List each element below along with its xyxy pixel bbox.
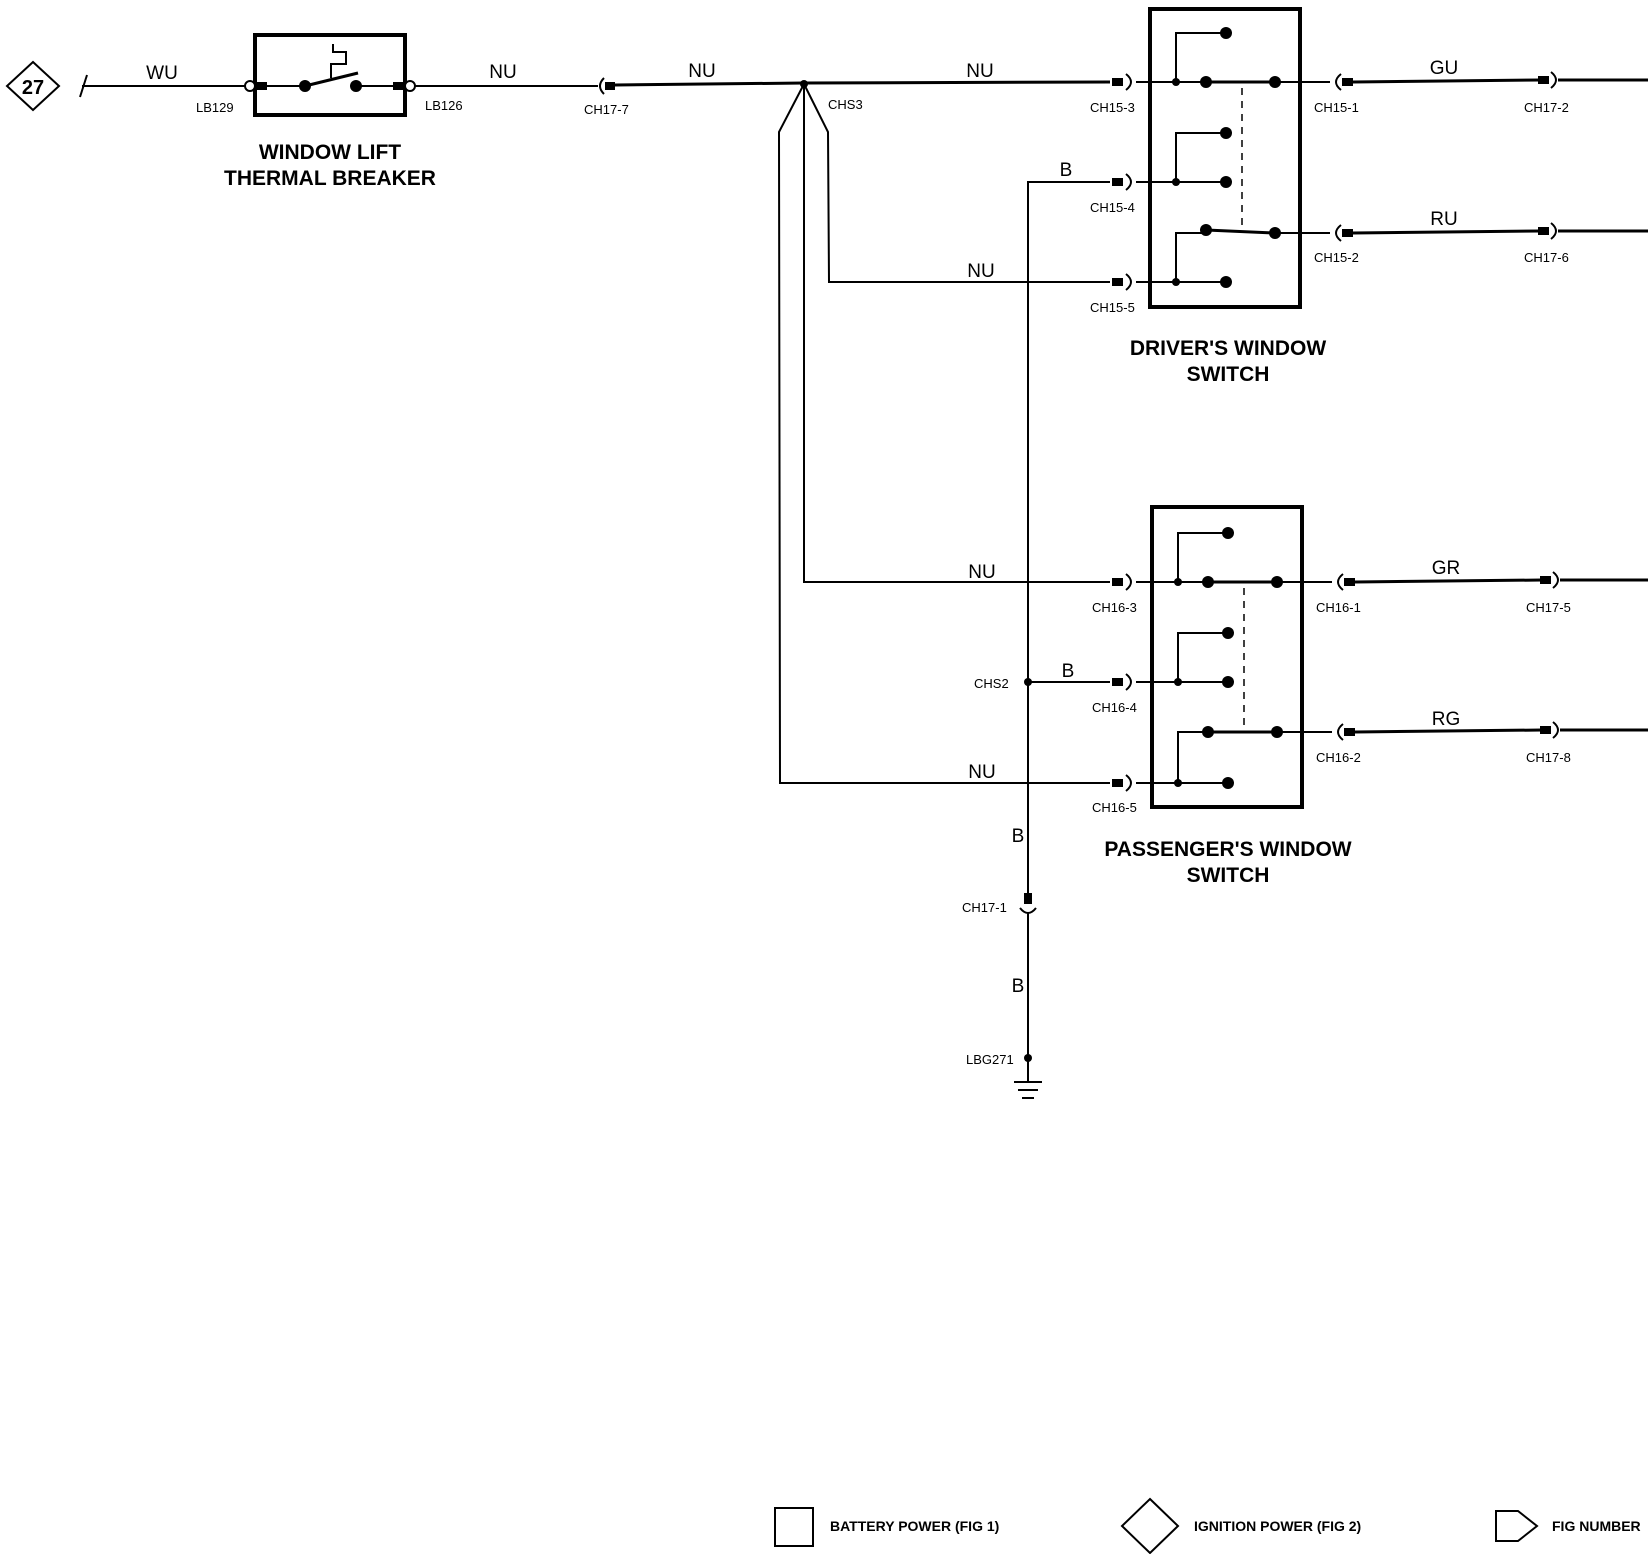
label-chs3: CHS3 [828, 97, 863, 112]
connector-ch17-7 [599, 77, 605, 95]
label-ch15-2: CH15-2 [1314, 250, 1359, 265]
terminal-lb126 [404, 80, 416, 92]
label-lb129: LB129 [196, 100, 234, 115]
wire-label-nu-5: NU [968, 562, 995, 583]
drivers-window-switch: CH15-3 CH15-4 CH15-5 CH15-1 CH15-2 [1090, 7, 1648, 386]
wire-label-nu-1: NU [489, 62, 516, 83]
passenger-switch-box [1150, 505, 1304, 809]
label-ch15-5: CH15-5 [1090, 300, 1135, 315]
legend-ignition-label: IGNITION POWER (FIG 2) [1194, 1518, 1361, 1534]
driver-switch-title-line1: DRIVER'S WINDOW [1130, 337, 1327, 360]
connector-ch17-6 [1550, 222, 1557, 240]
fig-ref-number: 27 [22, 77, 44, 99]
connector-ch16-4 [1125, 673, 1132, 691]
wire-label-nu-3: NU [966, 61, 993, 82]
label-ch15-1: CH15-1 [1314, 100, 1359, 115]
label-chs2: CHS2 [974, 676, 1009, 691]
driver-switch-box [1148, 7, 1302, 309]
connector-ch16-5 [1125, 774, 1132, 792]
breaker-title-line2: THERMAL BREAKER [224, 167, 436, 190]
splice-chs2 [1024, 678, 1032, 686]
wire-label-wu: WU [146, 63, 178, 84]
connector-ch16-3 [1125, 573, 1132, 591]
ground-wires-b: CHS2 B B B CH17-1 B LBG271 [962, 160, 1110, 1099]
legend-battery-label: BATTERY POWER (FIG 1) [830, 1518, 999, 1534]
wire-label-ru: RU [1430, 209, 1457, 230]
label-ch15-4: CH15-4 [1090, 200, 1135, 215]
wire-label-nu-2: NU [688, 61, 715, 82]
label-ch16-5: CH16-5 [1092, 800, 1137, 815]
label-lbg271: LBG271 [966, 1052, 1014, 1067]
label-ch17-7: CH17-7 [584, 102, 629, 117]
label-ch16-2: CH16-2 [1316, 750, 1361, 765]
label-ch17-1: CH17-1 [962, 900, 1007, 915]
label-ch17-5: CH17-5 [1526, 600, 1571, 615]
label-ch15-3: CH15-3 [1090, 100, 1135, 115]
label-ch16-3: CH16-3 [1092, 600, 1137, 615]
label-ch17-8: CH17-8 [1526, 750, 1571, 765]
wire-label-b-3: B [1012, 826, 1025, 847]
connector-ch15-2 [1335, 224, 1342, 242]
wire-label-b-4: B [1012, 976, 1025, 997]
branch-to-ch15-5 [803, 83, 1110, 283]
connector-ch15-4 [1125, 173, 1132, 191]
breaker-box [253, 33, 407, 117]
label-ch17-6: CH17-6 [1524, 250, 1569, 265]
ignition-power-icon [1120, 1497, 1180, 1554]
ignition-feed-fig-27: 27 WU [5, 60, 249, 112]
connector-ch16-1 [1337, 573, 1344, 591]
wire-label-b-2: B [1062, 661, 1075, 682]
driver-switch-title-line2: SWITCH [1187, 363, 1270, 386]
wire-label-gr: GR [1432, 558, 1461, 579]
passenger-switch-title-line2: SWITCH [1187, 864, 1270, 887]
wire-label-rg: RG [1432, 709, 1461, 730]
legend-fig-label: FIG NUMBER [1552, 1518, 1641, 1534]
connector-ch17-8 [1552, 721, 1559, 739]
passengers-window-switch: CH16-3 CH16-4 CH16-5 CH16-1 CH16-2 [1092, 505, 1648, 887]
fig-ref-diamond [5, 60, 61, 112]
breaker-blade [304, 71, 359, 88]
legend: BATTERY POWER (FIG 1) IGNITION POWER (FI… [774, 1497, 1641, 1554]
wire-label-nu-6: NU [968, 762, 995, 783]
battery-power-icon [774, 1507, 814, 1547]
label-ch17-2: CH17-2 [1524, 100, 1569, 115]
window-lift-thermal-breaker: LB129 LB126 WINDOW LIFT THERMAL BREAKER [196, 33, 463, 190]
wire-label-nu-4: NU [967, 261, 994, 282]
connector-ch15-5 [1125, 273, 1132, 291]
wire-label-gu: GU [1430, 58, 1459, 79]
branch-to-ch16-5 [777, 83, 1110, 784]
connector-ch16-2 [1337, 723, 1344, 741]
connector-ch15-3 [1125, 73, 1132, 91]
bimetal-element [330, 44, 347, 78]
feed-wires-nu: NU CH17-7 NU CHS3 NU NU NU NU [415, 61, 1111, 784]
label-ch16-4: CH16-4 [1092, 700, 1137, 715]
connector-ch15-1 [1335, 73, 1342, 91]
wire-label-b-1: B [1060, 160, 1073, 181]
terminal-lb129 [244, 80, 256, 92]
label-lb126: LB126 [425, 98, 463, 113]
passenger-switch-title-line1: PASSENGER'S WINDOW [1104, 838, 1351, 861]
branch-to-ch16-3 [803, 84, 1110, 583]
connector-ch17-2 [1550, 71, 1557, 89]
ground-icon [1014, 1081, 1042, 1099]
connector-ch17-5 [1552, 571, 1559, 589]
breaker-title-line1: WINDOW LIFT [259, 141, 401, 164]
fig-number-icon [1495, 1510, 1539, 1542]
label-ch16-1: CH16-1 [1316, 600, 1361, 615]
